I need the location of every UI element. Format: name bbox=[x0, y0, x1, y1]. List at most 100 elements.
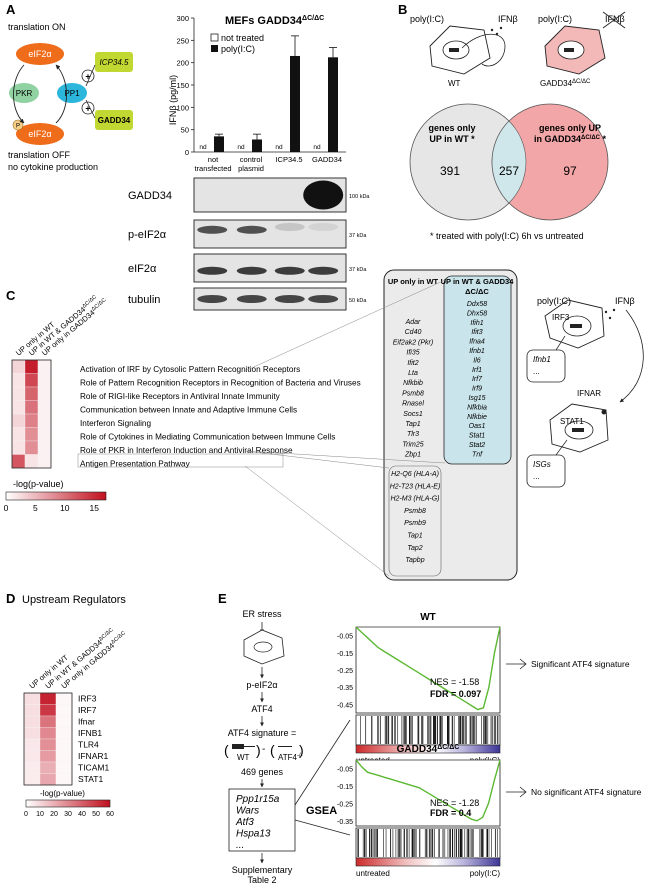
pp1-label: PP1 bbox=[64, 89, 80, 98]
antigen-highlight bbox=[77, 453, 284, 468]
gene-name: Ddx58 bbox=[467, 301, 487, 308]
gene-name: Tlr3 bbox=[407, 431, 419, 438]
heat-frame bbox=[23, 692, 73, 786]
signaling-gene-icon bbox=[572, 428, 584, 432]
panel-d-title: Upstream Regulators bbox=[22, 594, 126, 606]
paren-right: ) bbox=[256, 742, 261, 758]
legend-polyic: poly(I:C) bbox=[221, 44, 255, 54]
es-tick: -0.25 bbox=[337, 801, 353, 808]
heat-cell bbox=[37, 427, 52, 442]
gene-name: Stat1 bbox=[469, 433, 485, 440]
blot-kda: 100 kDa bbox=[349, 194, 370, 200]
heat-cell bbox=[11, 359, 26, 374]
ifnb-dot bbox=[604, 310, 608, 314]
panel-letter-e: E bbox=[218, 591, 227, 606]
blot-band bbox=[197, 266, 228, 275]
scale-bar bbox=[25, 799, 111, 808]
heat-cell bbox=[11, 386, 26, 401]
heat-cell bbox=[55, 738, 73, 751]
es-tick: -0.25 bbox=[337, 668, 353, 675]
heat-cell bbox=[39, 727, 57, 740]
ifnar-label: IFNAR bbox=[577, 389, 601, 398]
nes-label: NES = -1.58 bbox=[430, 677, 479, 687]
heat-cell bbox=[55, 704, 73, 717]
pathway-label: Role of Pattern Recognition Receptors in… bbox=[80, 379, 361, 388]
legend-not-treated: not treated bbox=[221, 33, 264, 43]
icp345-node bbox=[95, 52, 133, 72]
gene-name: Trim25 bbox=[402, 441, 423, 448]
paren-left: ( bbox=[224, 742, 229, 758]
heat-cell bbox=[37, 359, 52, 374]
paren-right: ) bbox=[299, 742, 304, 758]
stat1-label: STAT1 bbox=[560, 417, 584, 426]
phosphate-label: P bbox=[16, 124, 20, 130]
eif2a-bottom-label: eIF2α bbox=[28, 129, 51, 139]
gene-name: Psmb8 bbox=[404, 508, 426, 515]
blot-label: tubulin bbox=[128, 294, 160, 306]
heat-cell bbox=[11, 373, 26, 388]
es-tick: -0.15 bbox=[337, 784, 353, 791]
atf4-label: ATF4 bbox=[251, 704, 272, 714]
venn-count-left: 391 bbox=[440, 164, 460, 178]
arrow-right-icon bbox=[519, 786, 527, 798]
rank-gradient bbox=[355, 744, 501, 754]
gadd-link bbox=[85, 99, 96, 119]
gene-name: Psmb9 bbox=[404, 520, 426, 527]
ifnb1-label: Ifnb1 bbox=[533, 355, 551, 364]
rank-right: poly(I:C) bbox=[470, 869, 501, 878]
heat-cell bbox=[24, 400, 39, 415]
plus-sign-bottom: + bbox=[85, 104, 90, 114]
heat-cell bbox=[55, 727, 73, 740]
paren-left: ( bbox=[270, 742, 275, 758]
supp-label-1: Supplementary bbox=[232, 865, 293, 875]
column-header: UP in WT & GADD34ΔC/ΔC bbox=[27, 294, 100, 357]
signaling-gene-icon bbox=[570, 324, 582, 328]
panel-letter-c: C bbox=[6, 288, 16, 303]
atf4-gene-list-box bbox=[228, 788, 296, 852]
pathway-label: Interferon Signaling bbox=[80, 419, 151, 428]
gene-box-header-right-1: UP in WT & GADD34 bbox=[441, 277, 515, 286]
heat-cell bbox=[11, 400, 26, 415]
pkr-label: PKR bbox=[16, 89, 33, 98]
ifnb-left: IFNβ bbox=[498, 14, 518, 24]
fdr-label: FDR = 0.097 bbox=[430, 689, 481, 699]
scale-bar bbox=[5, 491, 107, 501]
arrow-right-icon bbox=[519, 658, 527, 670]
connector-line bbox=[244, 450, 446, 464]
signaling-diagram: poly(I:C) IFNβ IRF3 Ifnb1 ... IFNAR STAT… bbox=[526, 296, 644, 488]
rank-gradient bbox=[355, 857, 501, 867]
blot-band bbox=[308, 295, 339, 303]
hit-frame bbox=[355, 827, 501, 859]
gsea-label: GSEA bbox=[306, 805, 337, 817]
pathway-list: Activation of IRF by Cytosolic Pattern R… bbox=[77, 365, 361, 469]
ifnb-bar-chart: MEFs GADD34ΔC/ΔC not treated poly(I:C) I… bbox=[168, 14, 346, 173]
heat-cell bbox=[39, 761, 57, 774]
gene-name: Lta bbox=[408, 370, 418, 377]
scale-tick: 30 bbox=[64, 811, 72, 818]
gene-name: Irf1 bbox=[472, 367, 482, 374]
gene-name: Tap1 bbox=[407, 533, 422, 540]
phosphorylation-arrow bbox=[13, 64, 25, 124]
row-label: IRF7 bbox=[78, 705, 97, 715]
pkr-node bbox=[9, 83, 39, 103]
ifnb1-dots: ... bbox=[533, 367, 540, 376]
gene-name: Stat2 bbox=[469, 442, 485, 449]
heat-cell bbox=[39, 692, 57, 705]
gsea-title: GADD34ΔC/ΔC bbox=[397, 744, 460, 755]
blot-frame bbox=[193, 219, 347, 249]
venn-count-overlap: 257 bbox=[499, 164, 519, 178]
heat-cell bbox=[23, 738, 41, 751]
y-tick-label: 0 bbox=[185, 148, 189, 157]
scale-tick: 10 bbox=[36, 811, 44, 818]
heat-cell bbox=[23, 715, 41, 728]
gene-name: Cd40 bbox=[405, 329, 422, 336]
regulator-heatmap: IRF3IRF7IfnarIFNB1TLR4IFNAR1TICAM1STAT1U… bbox=[23, 627, 127, 786]
venn-overlap bbox=[491, 120, 527, 204]
heat-cell bbox=[37, 386, 52, 401]
minus-sign: - bbox=[262, 744, 265, 755]
panel-e-schematic: ER stress p-eIF2α ATF4 ATF4 signature = … bbox=[224, 609, 351, 885]
fdr-label: FDR = 0.4 bbox=[430, 808, 471, 818]
ifnb-dot bbox=[608, 316, 612, 320]
es-tick: -0.05 bbox=[337, 767, 353, 774]
